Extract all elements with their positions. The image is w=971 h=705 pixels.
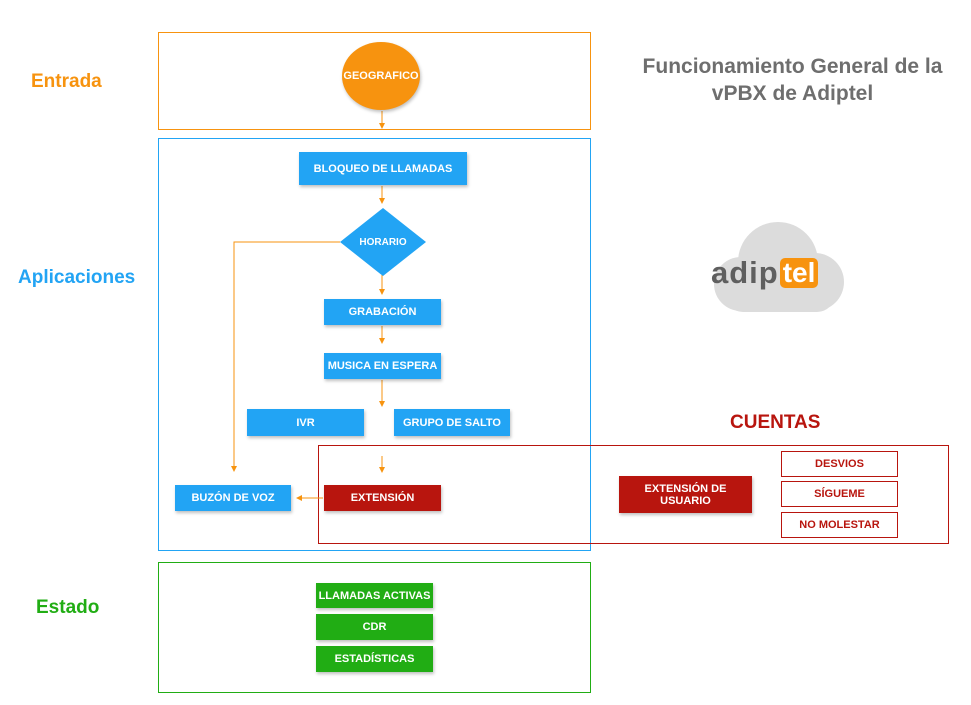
no-molestar-box[interactable]: NO MOLESTAR	[781, 512, 898, 538]
connector-horario-buzon	[231, 241, 340, 472]
grupo-salto-box[interactable]: GRUPO DE SALTO	[394, 409, 510, 436]
musica-espera-box[interactable]: MUSICA EN ESPERA	[324, 353, 441, 379]
estadisticas-box[interactable]: ESTADÍSTICAS	[316, 646, 433, 672]
bloqueo-llamadas-box[interactable]: BLOQUEO DE LLAMADAS	[299, 152, 467, 185]
section-label-entrada: Entrada	[31, 71, 102, 92]
ivr-box[interactable]: IVR	[247, 409, 364, 436]
adiptel-logo: adip tel	[705, 218, 850, 318]
logo-text: adip tel	[711, 255, 846, 290]
buzon-voz-box[interactable]: BUZÓN DE VOZ	[175, 485, 291, 511]
cdr-box[interactable]: CDR	[316, 614, 433, 640]
grabacion-box[interactable]: GRABACIÓN	[324, 299, 441, 325]
horario-decision[interactable]: HORARIO	[340, 208, 426, 276]
page-title-line-2: vPBX de Adiptel	[711, 82, 874, 105]
cuentas-frame	[318, 445, 949, 544]
logo-text-suffix: tel	[779, 258, 819, 288]
section-label-cuentas: CUENTAS	[730, 412, 821, 433]
sigueme-box[interactable]: SÍGUEME	[781, 481, 898, 507]
section-label-estado: Estado	[36, 597, 100, 618]
logo-text-prefix: adip	[711, 255, 779, 290]
estado-frame	[158, 562, 591, 693]
section-label-aplicaciones: Aplicaciones	[18, 267, 136, 288]
aplicaciones-frame	[158, 138, 591, 551]
extension-usuario-box[interactable]: EXTENSIÓN DE USUARIO	[619, 476, 752, 513]
extension-box[interactable]: EXTENSIÓN	[324, 485, 441, 511]
llamadas-activas-box[interactable]: LLAMADAS ACTIVAS	[316, 583, 433, 608]
geografico-node[interactable]: GEOGRAFICO	[342, 42, 420, 110]
page-title: Funcionamiento General de la vPBX de Adi…	[625, 53, 960, 107]
entrada-frame	[158, 32, 591, 130]
page-title-line-1: Funcionamiento General de la	[642, 55, 943, 78]
horario-label: HORARIO	[359, 236, 407, 248]
desvios-box[interactable]: DESVIOS	[781, 451, 898, 477]
horario-diamond	[340, 208, 426, 276]
